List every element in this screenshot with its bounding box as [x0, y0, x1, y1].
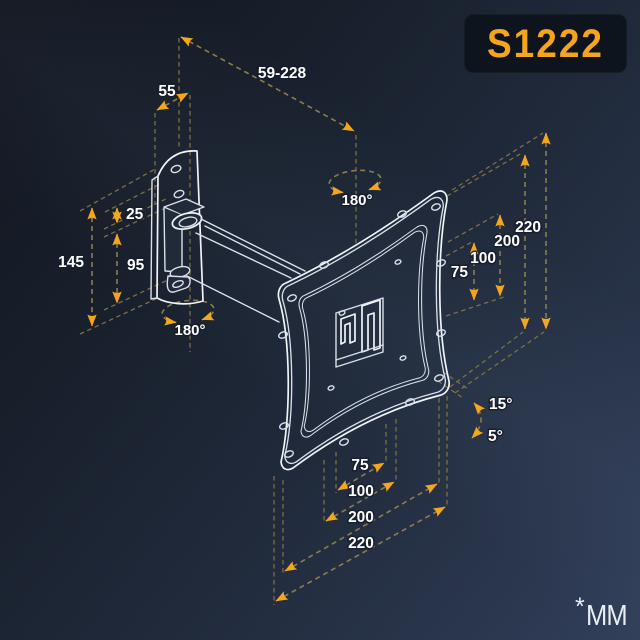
mounting-hook-bracket [335, 297, 384, 368]
dim-label-bottom-200: 200 [348, 509, 374, 526]
dim-label-bottom-75: 75 [351, 457, 369, 474]
dim-label-25: 25 [126, 206, 144, 223]
dim-label-145: 145 [58, 254, 84, 271]
dim-label-tilt-15: 15° [489, 396, 512, 413]
dim-label-bottom-220: 220 [348, 535, 374, 552]
units-note: * MM [575, 595, 632, 631]
dim-label-59-228: 59-228 [258, 65, 307, 82]
dim-label-swivel-front: 180° [341, 192, 372, 209]
dim-label-right-75: 75 [451, 264, 469, 281]
pivot-joint [163, 198, 205, 293]
model-badge: S1222 [464, 14, 627, 73]
asterisk-mark: * [574, 593, 585, 621]
extension-arm [186, 218, 306, 323]
dim-label-bottom-100: 100 [348, 483, 374, 500]
dimension-lines [87, 36, 551, 602]
units-label: MM [585, 600, 628, 632]
vesa-plate [277, 190, 451, 471]
extension-lines [79, 38, 545, 605]
wall-swivel-arc [161, 299, 215, 326]
tilt-arc-arrow [471, 402, 486, 439]
dim-label-right-220: 220 [515, 219, 541, 236]
dim-label-swivel-wall: 180° [174, 322, 205, 339]
dim-line-59-228 [180, 36, 355, 132]
wall-plate [150, 150, 204, 305]
dim-label-right-100: 100 [470, 250, 496, 267]
dim-label-95: 95 [127, 257, 145, 274]
model-number: S1222 [487, 20, 604, 66]
vesa-screw-holes [277, 203, 447, 458]
dim-label-right-200: 200 [494, 233, 520, 250]
dimension-labels: 55 59-228 25 145 95 180° 180° 220 200 10… [57, 64, 543, 554]
dim-label-55: 55 [158, 83, 176, 100]
dim-label-tilt-5: 5° [488, 428, 503, 445]
front-swivel-arc [328, 169, 382, 196]
